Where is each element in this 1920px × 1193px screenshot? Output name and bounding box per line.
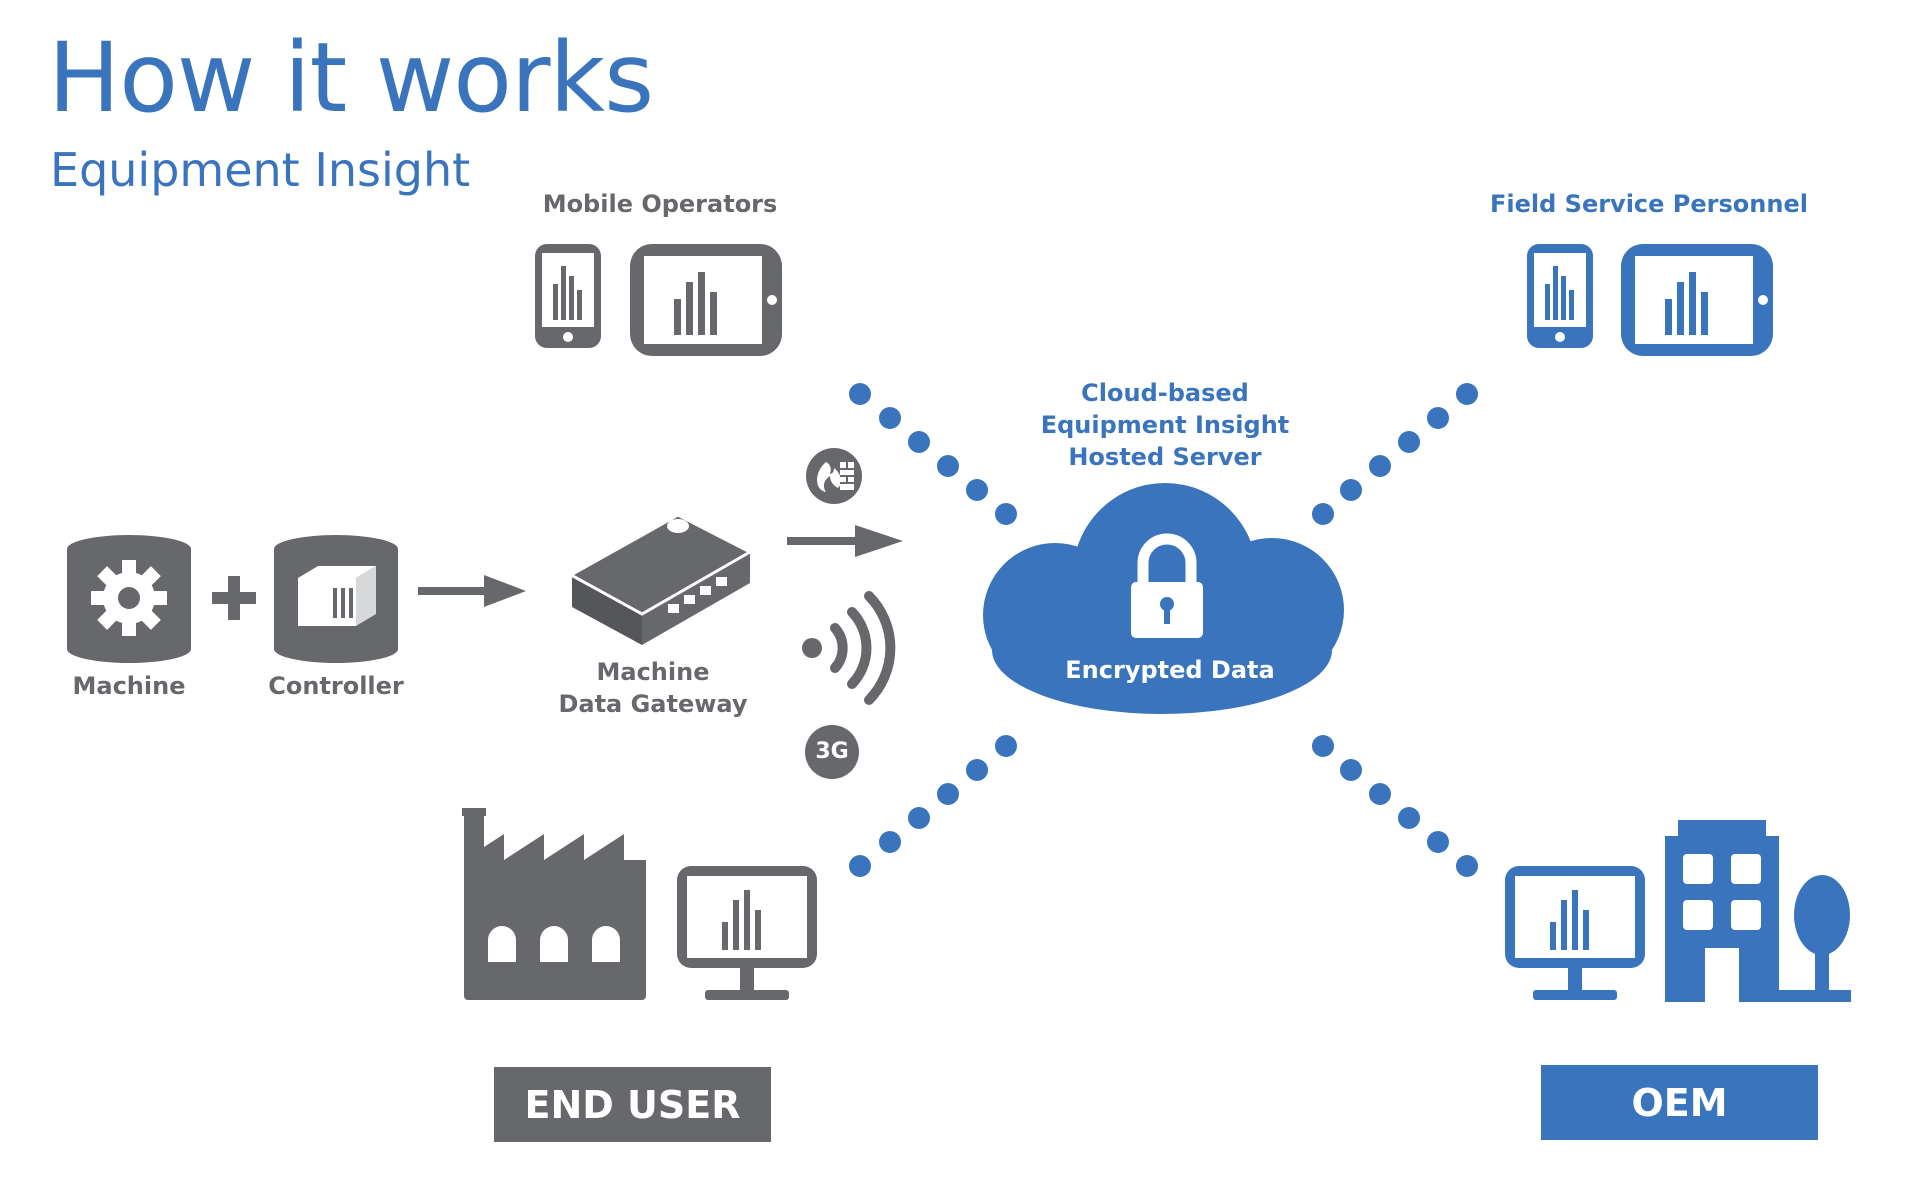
connector-upper-right [1312,383,1478,525]
connector-upper-left [849,383,1017,525]
oem-button[interactable]: OEM [1541,1065,1818,1140]
end-user-button[interactable]: END USER [494,1067,771,1142]
encrypted-data-label: Encrypted Data [1065,656,1275,684]
factory-icon [462,808,646,1000]
machine-label: Machine [72,672,186,700]
page-subtitle: Equipment Insight [50,143,471,197]
gateway-label: Machine Data Gateway [548,656,758,720]
cloud-label-line1: Cloud-based [1081,379,1249,407]
lock-icon [1131,533,1203,638]
gateway-label-line2: Data Gateway [558,690,748,718]
gateway-label-line1: Machine [596,658,710,686]
tree-icon [1779,875,1851,1002]
plus-icon [212,576,256,620]
gear-icon [91,560,167,636]
controller-label: Controller [268,672,404,700]
cloud-server-label: Cloud-based Equipment Insight Hosted Ser… [1040,377,1290,473]
3g-icon [805,725,859,779]
arrow-to-cloud [787,525,903,557]
firewall-icon [806,448,862,504]
arrow-to-gateway [418,575,526,607]
controller-icon [274,535,398,663]
end-user-button-label: END USER [524,1082,741,1127]
office-building-icon [1665,820,1779,1002]
wireless-icon [802,591,896,705]
mobile-operators-label: Mobile Operators [542,190,778,218]
cloud-label-line2: Equipment Insight [1040,411,1290,439]
page-title: How it works [48,22,654,134]
phone-icon [1527,244,1593,348]
field-service-label: Field Service Personnel [1490,190,1808,218]
monitor-icon [1505,866,1645,1000]
oem-button-label: OEM [1631,1080,1728,1125]
cloud-icon [983,483,1344,714]
gateway-icon [567,513,754,645]
monitor-icon [677,866,817,1000]
cloud-label-line3: Hosted Server [1068,443,1262,471]
tablet-icon [1621,244,1773,356]
3g-label: 3G [815,739,849,764]
phone-icon [535,244,601,348]
connector-lower-right [1312,735,1478,877]
connector-lower-left [849,735,1017,877]
tablet-icon [630,244,782,356]
